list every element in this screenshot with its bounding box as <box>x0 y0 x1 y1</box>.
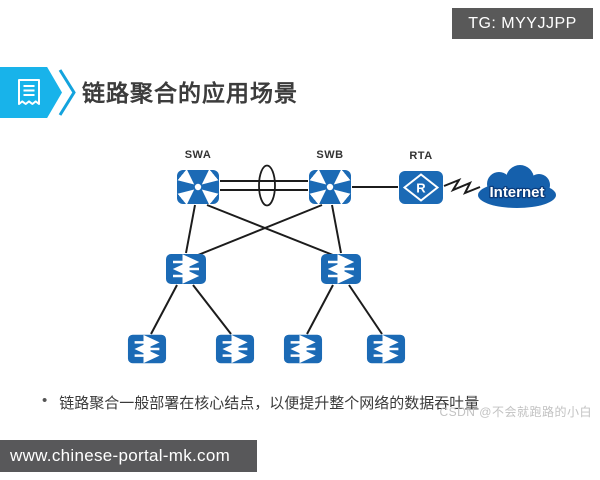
switch-access-1-icon <box>127 333 167 365</box>
title-accent-badge <box>0 67 62 118</box>
label-swa: SWA <box>184 149 212 161</box>
note-icon <box>18 78 40 105</box>
internet-cloud-icon: Internet <box>474 164 560 210</box>
label-swb: SWB <box>316 149 344 161</box>
site-url-bar: www.chinese-portal-mk.com <box>0 440 257 472</box>
switch-access-4-icon <box>366 333 406 365</box>
switch-access-3-icon <box>283 333 323 365</box>
switch-swb-icon <box>308 169 352 205</box>
switch-access-2-icon <box>215 333 255 365</box>
label-rta: RTA <box>409 150 433 162</box>
router-rta-icon: R <box>398 170 444 205</box>
watermark: CSDN @不会就跑路的小白 <box>439 405 592 419</box>
bullet-line: • 链路聚合一般部署在核心结点，以便提升整个网络的数据吞吐量 <box>42 392 587 413</box>
switch-dist-right-icon <box>320 253 362 285</box>
switch-dist-left-icon <box>165 253 207 285</box>
internet-label: Internet <box>489 184 544 201</box>
router-glyph: R <box>416 181 426 196</box>
page-title: 链路聚合的应用场景 <box>82 80 298 106</box>
tg-contact-badge: TG: MYYJJPP <box>452 8 593 39</box>
bullet-marker: • <box>42 392 48 409</box>
switch-swa-icon <box>176 169 220 205</box>
bullet-text: 链路聚合一般部署在核心结点，以便提升整个网络的数据吞吐量 <box>59 395 480 412</box>
chevron-right-icon <box>58 69 76 116</box>
